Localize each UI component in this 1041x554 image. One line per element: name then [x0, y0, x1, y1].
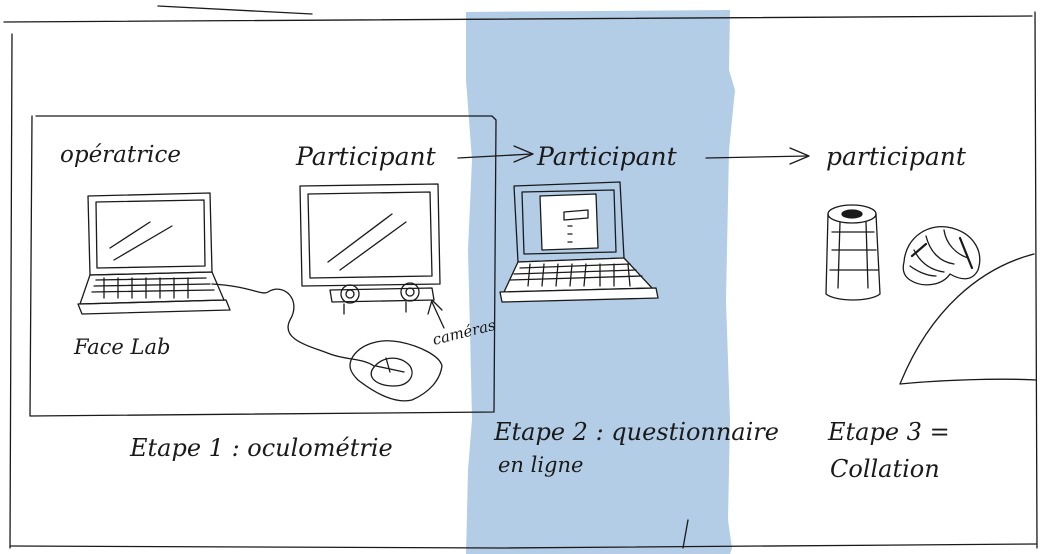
- participant-label-stage2: Participant: [536, 142, 678, 171]
- mouse-icon: [350, 341, 442, 401]
- facelab-label: Face Lab: [73, 335, 170, 359]
- step3-label-line1: Etape 3 =: [827, 418, 950, 446]
- can-icon: [826, 205, 880, 300]
- croissant-icon: [903, 227, 979, 285]
- operatrice-label: opératrice: [60, 142, 181, 168]
- operator-laptop-icon: [78, 193, 230, 314]
- step2-label-line2: en ligne: [498, 453, 583, 477]
- camera-icon: [330, 283, 444, 328]
- participant-label-stage1: Participant: [295, 142, 437, 171]
- participant-label-stage3: participant: [826, 142, 967, 171]
- mouse-cable: [212, 284, 374, 366]
- participant-monitor-icon: [300, 184, 440, 286]
- table-icon: [900, 254, 1036, 384]
- step3-label-line2: Collation: [830, 455, 940, 483]
- step2-label-line1: Etape 2 : questionnaire: [493, 418, 779, 446]
- step1-label: Etape 1 : oculométrie: [129, 434, 393, 462]
